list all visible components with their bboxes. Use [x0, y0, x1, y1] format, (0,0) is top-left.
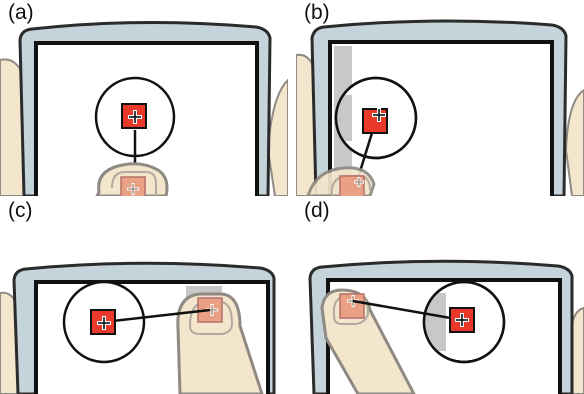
- crosshair-icon: [372, 108, 386, 122]
- panel-b-illustration: [296, 19, 584, 196]
- occluded-target: [339, 293, 365, 319]
- target: [449, 307, 475, 333]
- panel-a-illustration: [0, 20, 288, 196]
- occluded-area: [423, 293, 446, 351]
- leader-line: [352, 299, 463, 322]
- crosshair-icon: [97, 316, 111, 330]
- panel-c: (c): [0, 198, 288, 394]
- panel-a: (a): [0, 0, 288, 196]
- panel-label: (d): [304, 199, 330, 222]
- hand-right: [266, 78, 288, 196]
- crosshair-icon: [354, 177, 364, 187]
- fingernail: [111, 171, 157, 196]
- occluded-area: [335, 95, 352, 141]
- hand-right: [564, 88, 584, 196]
- panel-label: (c): [8, 199, 33, 222]
- panel-d-illustration: [308, 259, 584, 394]
- leader-line: [103, 308, 211, 324]
- panel-c-illustration: [0, 261, 276, 394]
- panel-label: (b): [304, 1, 330, 24]
- crosshair-icon: [455, 313, 469, 327]
- panel-b: (b): [296, 0, 584, 196]
- panel-d: (d): [296, 198, 584, 394]
- crosshair-icon: [128, 110, 142, 124]
- crosshair-icon: [127, 183, 139, 195]
- target: [362, 108, 388, 134]
- panel-label: (a): [8, 1, 34, 24]
